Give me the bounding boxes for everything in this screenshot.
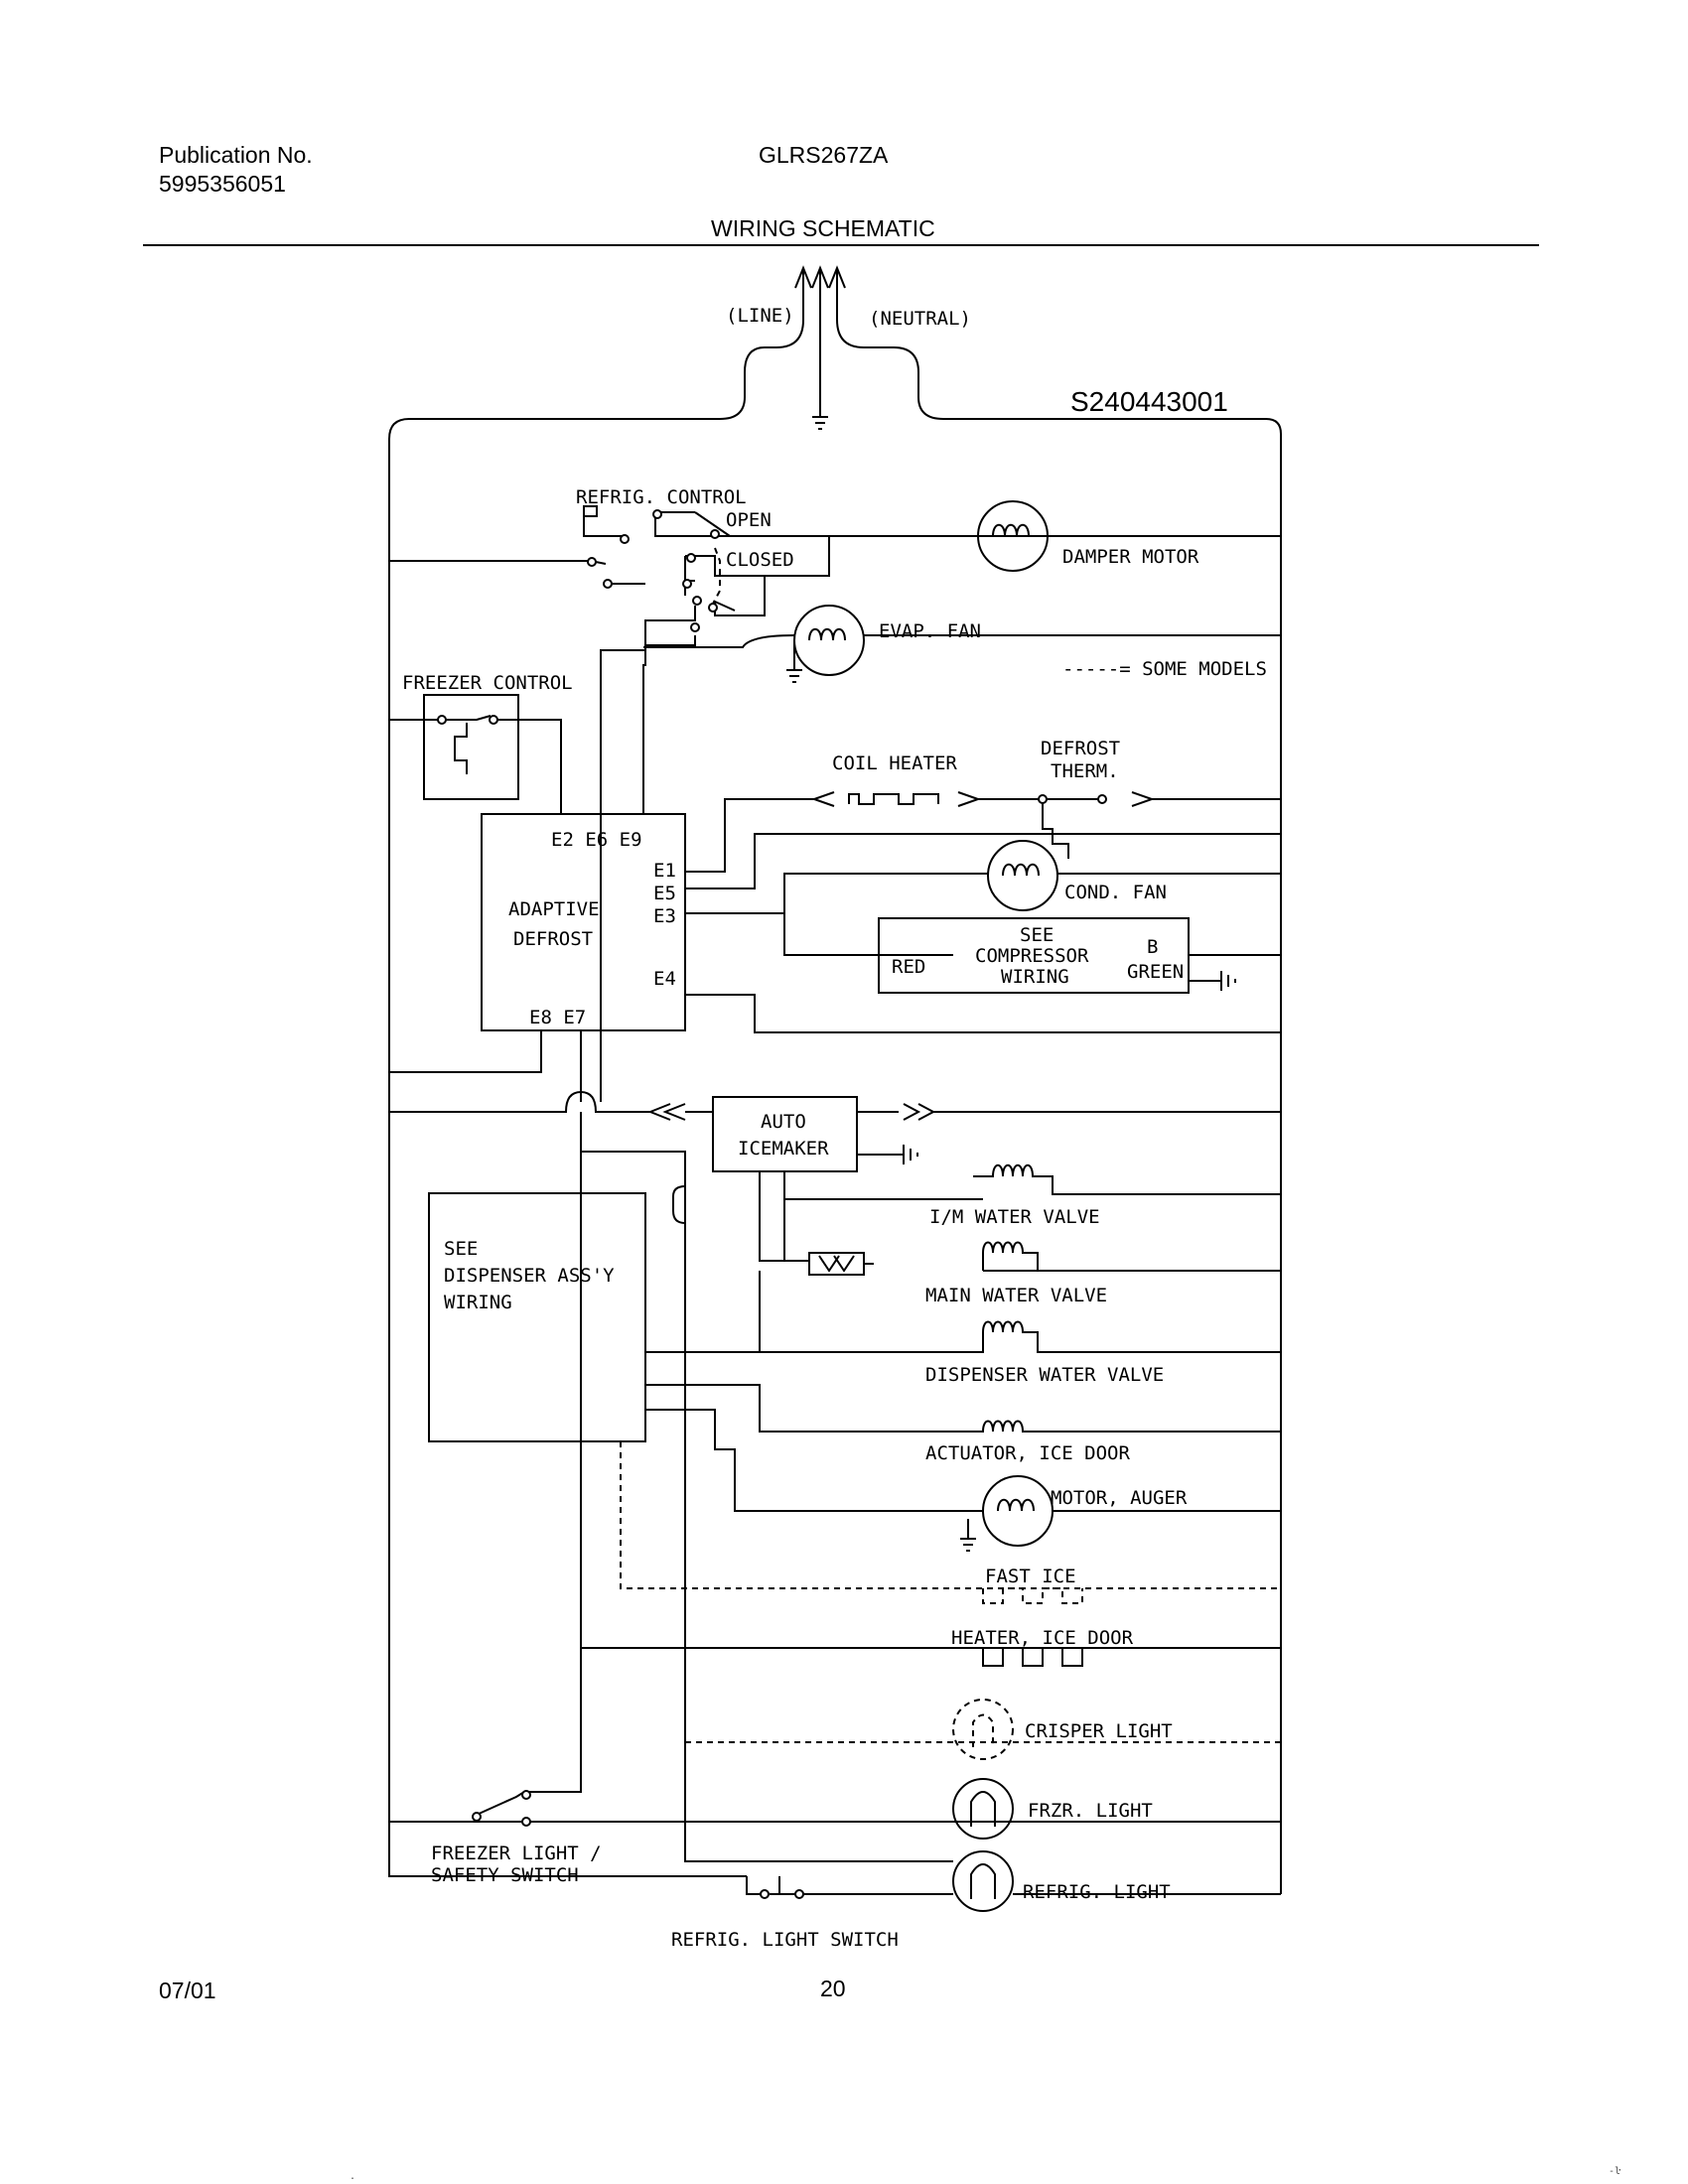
e1-label: E1 xyxy=(653,860,676,882)
e5-label: E5 xyxy=(653,883,676,904)
motor-auger-label: MOTOR, AUGER xyxy=(1051,1487,1188,1509)
fast-ice-label: FAST ICE xyxy=(985,1566,1076,1587)
heater-ice-door-label: HEATER, ICE DOOR xyxy=(951,1627,1134,1649)
freezer-light-switch-label-2: SAFETY SWITCH xyxy=(431,1864,579,1886)
refrig-control xyxy=(389,505,1281,1102)
auto-icemaker xyxy=(389,1090,1281,1352)
refrig-control-label: REFRIG. CONTROL xyxy=(576,486,747,508)
power-cord xyxy=(388,265,1266,1877)
closed-label: CLOSED xyxy=(726,549,794,571)
defrost-therm-label-1: DEFROST xyxy=(1041,738,1120,759)
coil-heater-label: COIL HEATER xyxy=(832,752,957,774)
e3-label: E3 xyxy=(653,905,676,927)
fast-ice-heater xyxy=(982,1587,1083,1604)
red-label: RED xyxy=(892,956,925,978)
adaptive-defrost xyxy=(389,813,1281,1102)
see-dispenser-label-1: SEE xyxy=(444,1238,478,1260)
auto-icemaker-label-1: AUTO xyxy=(761,1111,806,1133)
dispenser-water-valve xyxy=(645,1320,1281,1353)
line-label: (LINE) xyxy=(726,305,794,327)
frzr-light-label: FRZR. LIGHT xyxy=(1028,1800,1153,1822)
see-compressor-label-3: WIRING xyxy=(1001,966,1069,988)
refrig-light xyxy=(684,1846,1281,1912)
crisper-light-label: CRISPER LIGHT xyxy=(1025,1720,1173,1742)
freezer-light-switch-label-1: FREEZER LIGHT / xyxy=(431,1843,602,1864)
coil-heater xyxy=(685,791,1281,873)
page-title: WIRING SCHEMATIC xyxy=(711,215,935,241)
evap-fan-label: EVAP. FAN xyxy=(879,620,981,642)
im-water-valve xyxy=(783,1163,1281,1261)
compressor-box xyxy=(685,912,1281,994)
damper-motor-label: DAMPER MOTOR xyxy=(1062,546,1199,568)
actuator-ice-door xyxy=(645,1384,1281,1433)
publication-number: 5995356051 xyxy=(159,171,286,197)
page-number: 20 xyxy=(820,1976,846,2001)
model-number: GLRS267ZA xyxy=(759,142,889,168)
cond-fan xyxy=(685,840,1281,955)
terminals-top-label: E2 E6 E9 xyxy=(551,829,642,851)
neutral-bus xyxy=(1265,418,1282,1894)
e4-label: E4 xyxy=(653,968,676,990)
refrig-light-switch-label: REFRIG. LIGHT SWITCH xyxy=(671,1929,899,1951)
header-rule xyxy=(143,244,1539,246)
scan-mark: . xyxy=(350,2171,355,2182)
crisper-light xyxy=(685,1699,1281,1760)
see-dispenser-label-3: WIRING xyxy=(444,1292,512,1313)
evap-fan xyxy=(643,605,1281,683)
terminals-bottom-label: E8 E7 xyxy=(529,1007,586,1028)
im-water-valve-label: I/M WATER VALVE xyxy=(929,1206,1100,1228)
main-water-valve-label: MAIN WATER VALVE xyxy=(925,1285,1107,1306)
adaptive-defrost-label-2: DEFROST xyxy=(513,928,593,950)
heater-ice-door xyxy=(982,1647,1083,1667)
drawing-number: S240443001 xyxy=(1070,386,1228,417)
damper-motor xyxy=(977,500,1049,572)
freezer-control xyxy=(389,694,562,814)
footer-date: 07/01 xyxy=(159,1978,216,2003)
scan-mark: -ŀ xyxy=(1609,2166,1620,2177)
actuator-ice-door-label: ACTUATOR, ICE DOOR xyxy=(925,1442,1130,1464)
cond-fan-label: COND. FAN xyxy=(1064,882,1167,903)
green-label: GREEN xyxy=(1127,961,1184,983)
defrost-therm-label-2: THERM. xyxy=(1051,760,1119,782)
some-models-label: -----= SOME MODELS xyxy=(1062,658,1267,680)
see-dispenser-label-2: DISPENSER ASS'Y xyxy=(444,1265,615,1287)
frzr-light xyxy=(389,1648,1281,1840)
refrig-light-label: REFRIG. LIGHT xyxy=(1023,1881,1171,1903)
dispenser-water-valve-label: DISPENSER WATER VALVE xyxy=(925,1364,1164,1386)
motor-auger xyxy=(735,1475,1281,1552)
wire-crossover xyxy=(672,1185,686,1224)
open-label: OPEN xyxy=(726,509,772,531)
b-label: B xyxy=(1147,936,1158,958)
see-compressor-label-2: COMPRESSOR xyxy=(975,945,1089,967)
see-compressor-label-1: SEE xyxy=(1020,924,1054,946)
auto-icemaker-label-2: ICEMAKER xyxy=(738,1138,829,1160)
freezer-control-label: FREEZER CONTROL xyxy=(402,672,573,694)
neutral-label: (NEUTRAL) xyxy=(869,308,971,330)
publication-label: Publication No. xyxy=(159,142,313,168)
adaptive-defrost-label-1: ADAPTIVE xyxy=(508,898,600,920)
refrig-light-switch xyxy=(746,1876,806,1899)
main-water-valve xyxy=(759,1241,1281,1352)
